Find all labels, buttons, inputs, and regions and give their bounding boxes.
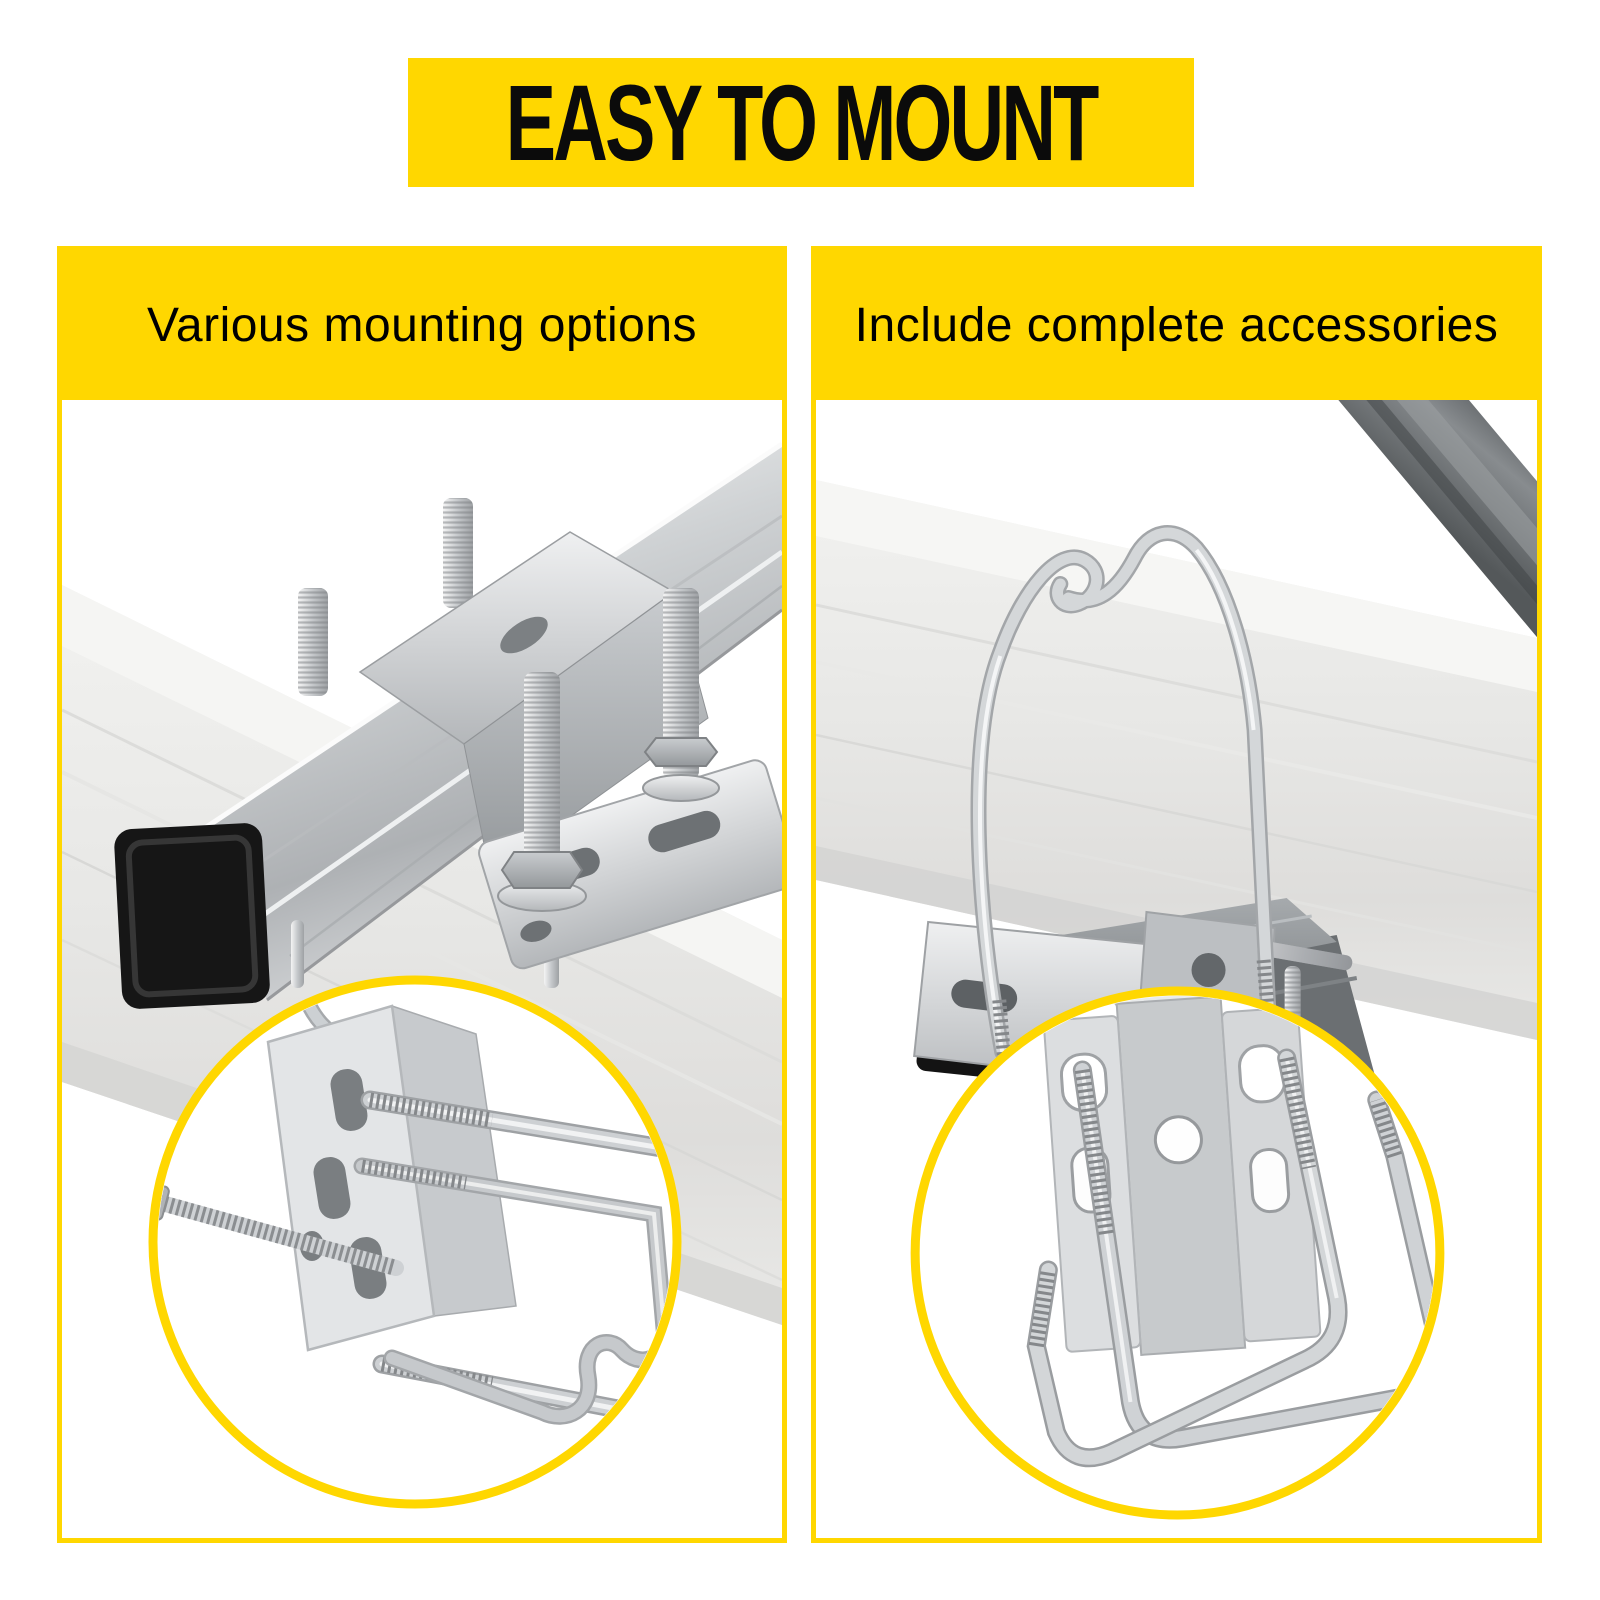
panel-caption-right: Include complete accessories: [816, 251, 1537, 400]
panel-complete-accessories: Include complete accessories: [811, 246, 1542, 1543]
detail-inset: [910, 986, 1445, 1520]
antenna-pole: [1338, 400, 1537, 638]
channel-bracket: [1042, 996, 1322, 1356]
detail-bracket-view: [1026, 996, 1435, 1468]
photo-various-mounting-options: [62, 400, 782, 1538]
title-banner: EASY TO MOUNT: [408, 58, 1194, 187]
side-threaded-rod: [1257, 940, 1353, 971]
mounting-scene-illustration: [62, 441, 782, 1509]
accessories-scene-illustration: [816, 400, 1537, 1520]
square-beam: [816, 480, 1537, 1040]
mounting-bracket: [358, 531, 782, 970]
back-threaded-studs: [298, 498, 473, 696]
panel-caption-left-text: Various mounting options: [146, 299, 698, 352]
tube-end-cap: [114, 823, 270, 1009]
panel-caption-right-text: Include complete accessories: [854, 299, 1499, 352]
photo-complete-accessories: [816, 400, 1537, 1538]
square-u-bolt-left: [1026, 1048, 1348, 1468]
banner-title: EASY TO MOUNT: [505, 61, 1100, 183]
panel-various-mounting-options: Various mounting options: [57, 246, 787, 1543]
stud-with-nut-right: [642, 588, 720, 802]
wire-clamp: [970, 525, 1277, 1061]
stud-with-nut-front: [497, 672, 587, 912]
panel-caption-left: Various mounting options: [62, 251, 782, 400]
